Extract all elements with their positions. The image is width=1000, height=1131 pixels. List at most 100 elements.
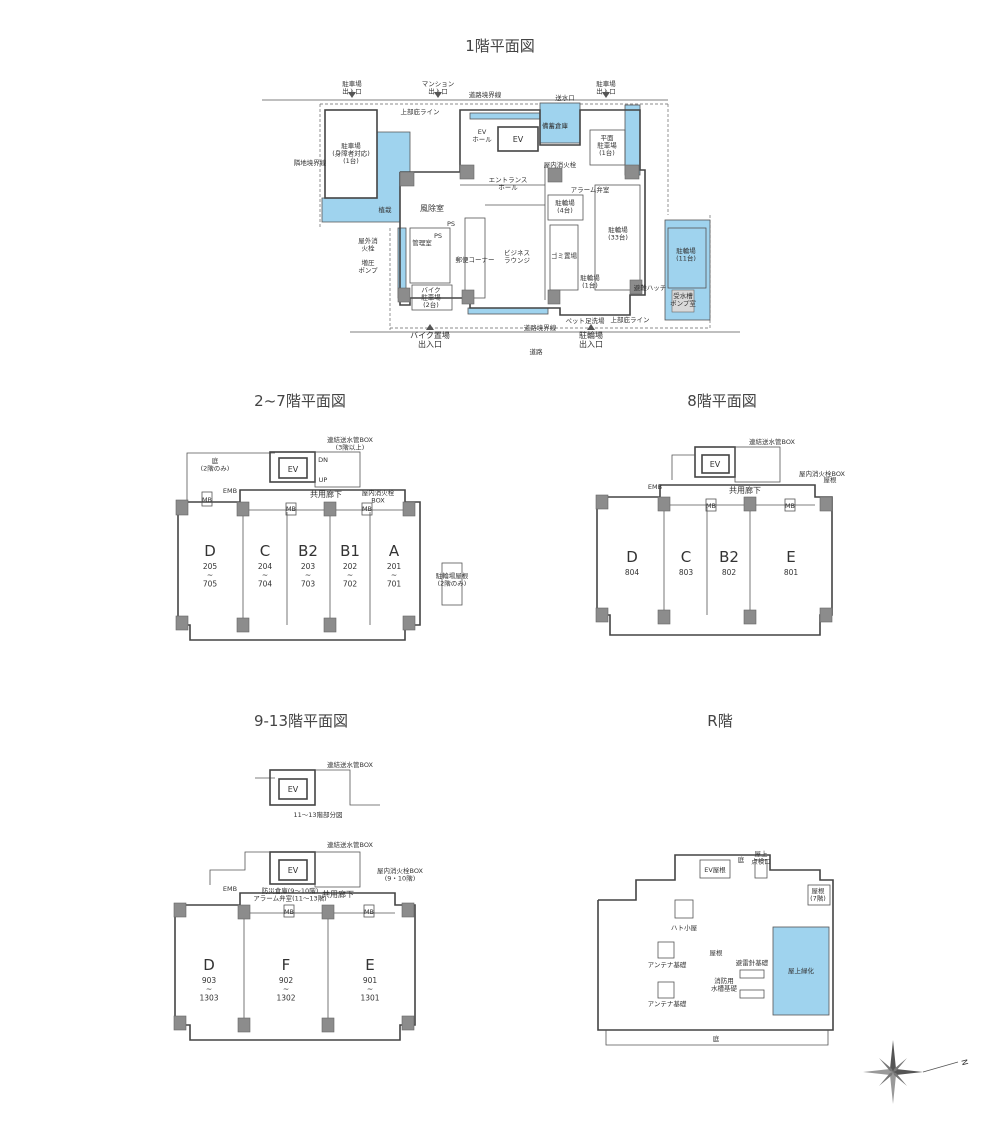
column	[657, 496, 671, 512]
road-boundary-bottom-label: 道路境界線	[524, 323, 557, 332]
site-boundary-left-label: 隣地境界線	[294, 158, 327, 167]
garden-bottom-label: 庭	[713, 1034, 720, 1043]
unit-type-D: D	[204, 542, 216, 560]
pigeon-label: ハト小屋	[671, 923, 698, 932]
bicycle-33-room	[594, 184, 641, 291]
corridor-label: 共用廊下	[310, 489, 342, 499]
note-box-label: 駐輪場屋根(2階のみ)	[436, 571, 469, 587]
building-outline-1f	[399, 109, 646, 316]
mansion-in-label: マンション出入口	[422, 80, 455, 95]
standpipe-8-label: 連結送水管BOX	[749, 437, 796, 446]
unit-nums-D: 205~705	[203, 562, 218, 588]
ev-box-2-7	[278, 457, 308, 479]
column	[743, 609, 757, 625]
mailbox-label: 郵便コーナー	[456, 255, 495, 264]
roof-8-label: 屋根	[824, 475, 838, 484]
bicycle-4-label: 駐輪場(4台)	[555, 198, 575, 214]
column	[399, 171, 415, 187]
column	[173, 902, 187, 918]
valve-note-label: 防災倉庫(9〜10階)アラーム弁室(11〜13階)	[253, 886, 326, 902]
arrow-down-icon	[602, 92, 610, 98]
column	[629, 279, 643, 295]
column	[237, 1017, 251, 1033]
column	[461, 289, 475, 305]
garbage-label: ゴミ置場	[551, 251, 578, 260]
flat-parking-label: 平面駐車場(1台)	[597, 134, 617, 157]
standpipe-partial-label: 連結送水管BOX	[327, 760, 374, 769]
utility-label: 受水槽ポンプ室	[670, 291, 696, 307]
stair-8	[734, 446, 781, 483]
ev-2-7-label: EV	[288, 465, 299, 474]
parking-left-box	[324, 109, 378, 199]
column	[595, 607, 609, 623]
unit-nums-B1: 202~702	[343, 562, 358, 588]
pet-wash-label: ペット足洗場	[566, 316, 606, 325]
bicycle-1-label: 駐輪場(1台)	[580, 273, 600, 289]
parking-disabled-label: 駐車場(身障者対応)(1台)	[332, 141, 370, 165]
partial-core	[269, 769, 316, 806]
fire-box-8-label: 屋内消火栓BOX	[799, 469, 846, 478]
mailbox-area	[464, 217, 486, 299]
unit9-type-D: D	[203, 956, 215, 974]
outline-R	[597, 854, 834, 1031]
rooftop-intake-R	[754, 859, 768, 879]
mb-label-3: MB	[362, 505, 372, 513]
roof-7f-R	[807, 884, 831, 906]
unit8-nums-C: 803	[679, 568, 694, 577]
ladder-label: 避難ハッチ	[634, 283, 667, 292]
parking-in-right-label: 駐車場出入口	[596, 79, 616, 95]
upper-line-label-2: 上部庇ライン	[611, 315, 650, 324]
standpipe-9-label: 連結送水管BOX	[327, 840, 374, 849]
entrance-hall-label: エントランスホール	[489, 176, 528, 191]
unit-type-C: C	[260, 542, 270, 560]
upper-line-label: 上部庇ライン	[401, 107, 440, 116]
unit-type-B1: B1	[340, 542, 360, 560]
mb-box	[285, 502, 297, 516]
fire-tank-label: 消防用水槽基礎	[711, 976, 738, 992]
mb-9-label-2: MB	[364, 908, 374, 916]
business-lounge-label: ビジネスラウンジ	[504, 248, 531, 264]
corridor-8-label: 共用廊下	[729, 485, 761, 495]
ev-box-1f	[497, 126, 539, 152]
unit8-nums-E: 801	[784, 568, 799, 577]
bicycle-11-room	[667, 227, 707, 289]
column	[236, 617, 250, 633]
dn-label: DN	[318, 456, 328, 464]
unit9-nums-D: 903~1303	[199, 976, 218, 1002]
ev-1f-label: EV	[513, 135, 524, 144]
stair-9-13	[314, 851, 361, 888]
pigeon-house-R	[674, 899, 694, 919]
corridor-9-label: 共用廊下	[322, 889, 354, 899]
column	[321, 904, 335, 920]
lightning-label: 避雷針基礎	[736, 958, 769, 967]
unit8-nums-B2: 802	[722, 568, 737, 577]
antenna-base-2	[657, 981, 675, 999]
column	[401, 902, 415, 918]
storage-label: 備蓄倉庫	[542, 121, 569, 130]
roof-7f-label: 屋根(7階)	[810, 886, 826, 902]
title-floor2-7: 2~7階平面図	[254, 392, 346, 410]
column	[547, 167, 563, 183]
booster-pump-label: 増圧ポンプ	[358, 258, 378, 274]
column	[173, 1015, 187, 1031]
emb-9-label: EMB	[223, 885, 237, 893]
bicycle-in-label: 駐輪場出入口	[579, 330, 603, 349]
column	[175, 615, 189, 631]
mb-box	[283, 904, 295, 918]
unit9-nums-E: 901~1301	[360, 976, 379, 1002]
bicycle-33-label: 駐輪場(33台)	[608, 225, 628, 241]
ev-partial-label: EV	[288, 785, 299, 794]
ev-8-label: EV	[710, 460, 721, 469]
garden-label: 庭(2階のみ)	[201, 456, 230, 472]
unit-nums-B2: 203~703	[301, 562, 316, 588]
column	[402, 501, 416, 517]
title-floor8: 8階平面図	[687, 392, 757, 410]
column	[237, 904, 251, 920]
flat-parking-room	[589, 129, 626, 166]
compass-north-label: N	[959, 1058, 969, 1066]
up-label: UP	[319, 476, 328, 484]
unit9-type-F: F	[282, 956, 291, 974]
alarm-valve-label: アラーム弁室	[571, 185, 610, 194]
